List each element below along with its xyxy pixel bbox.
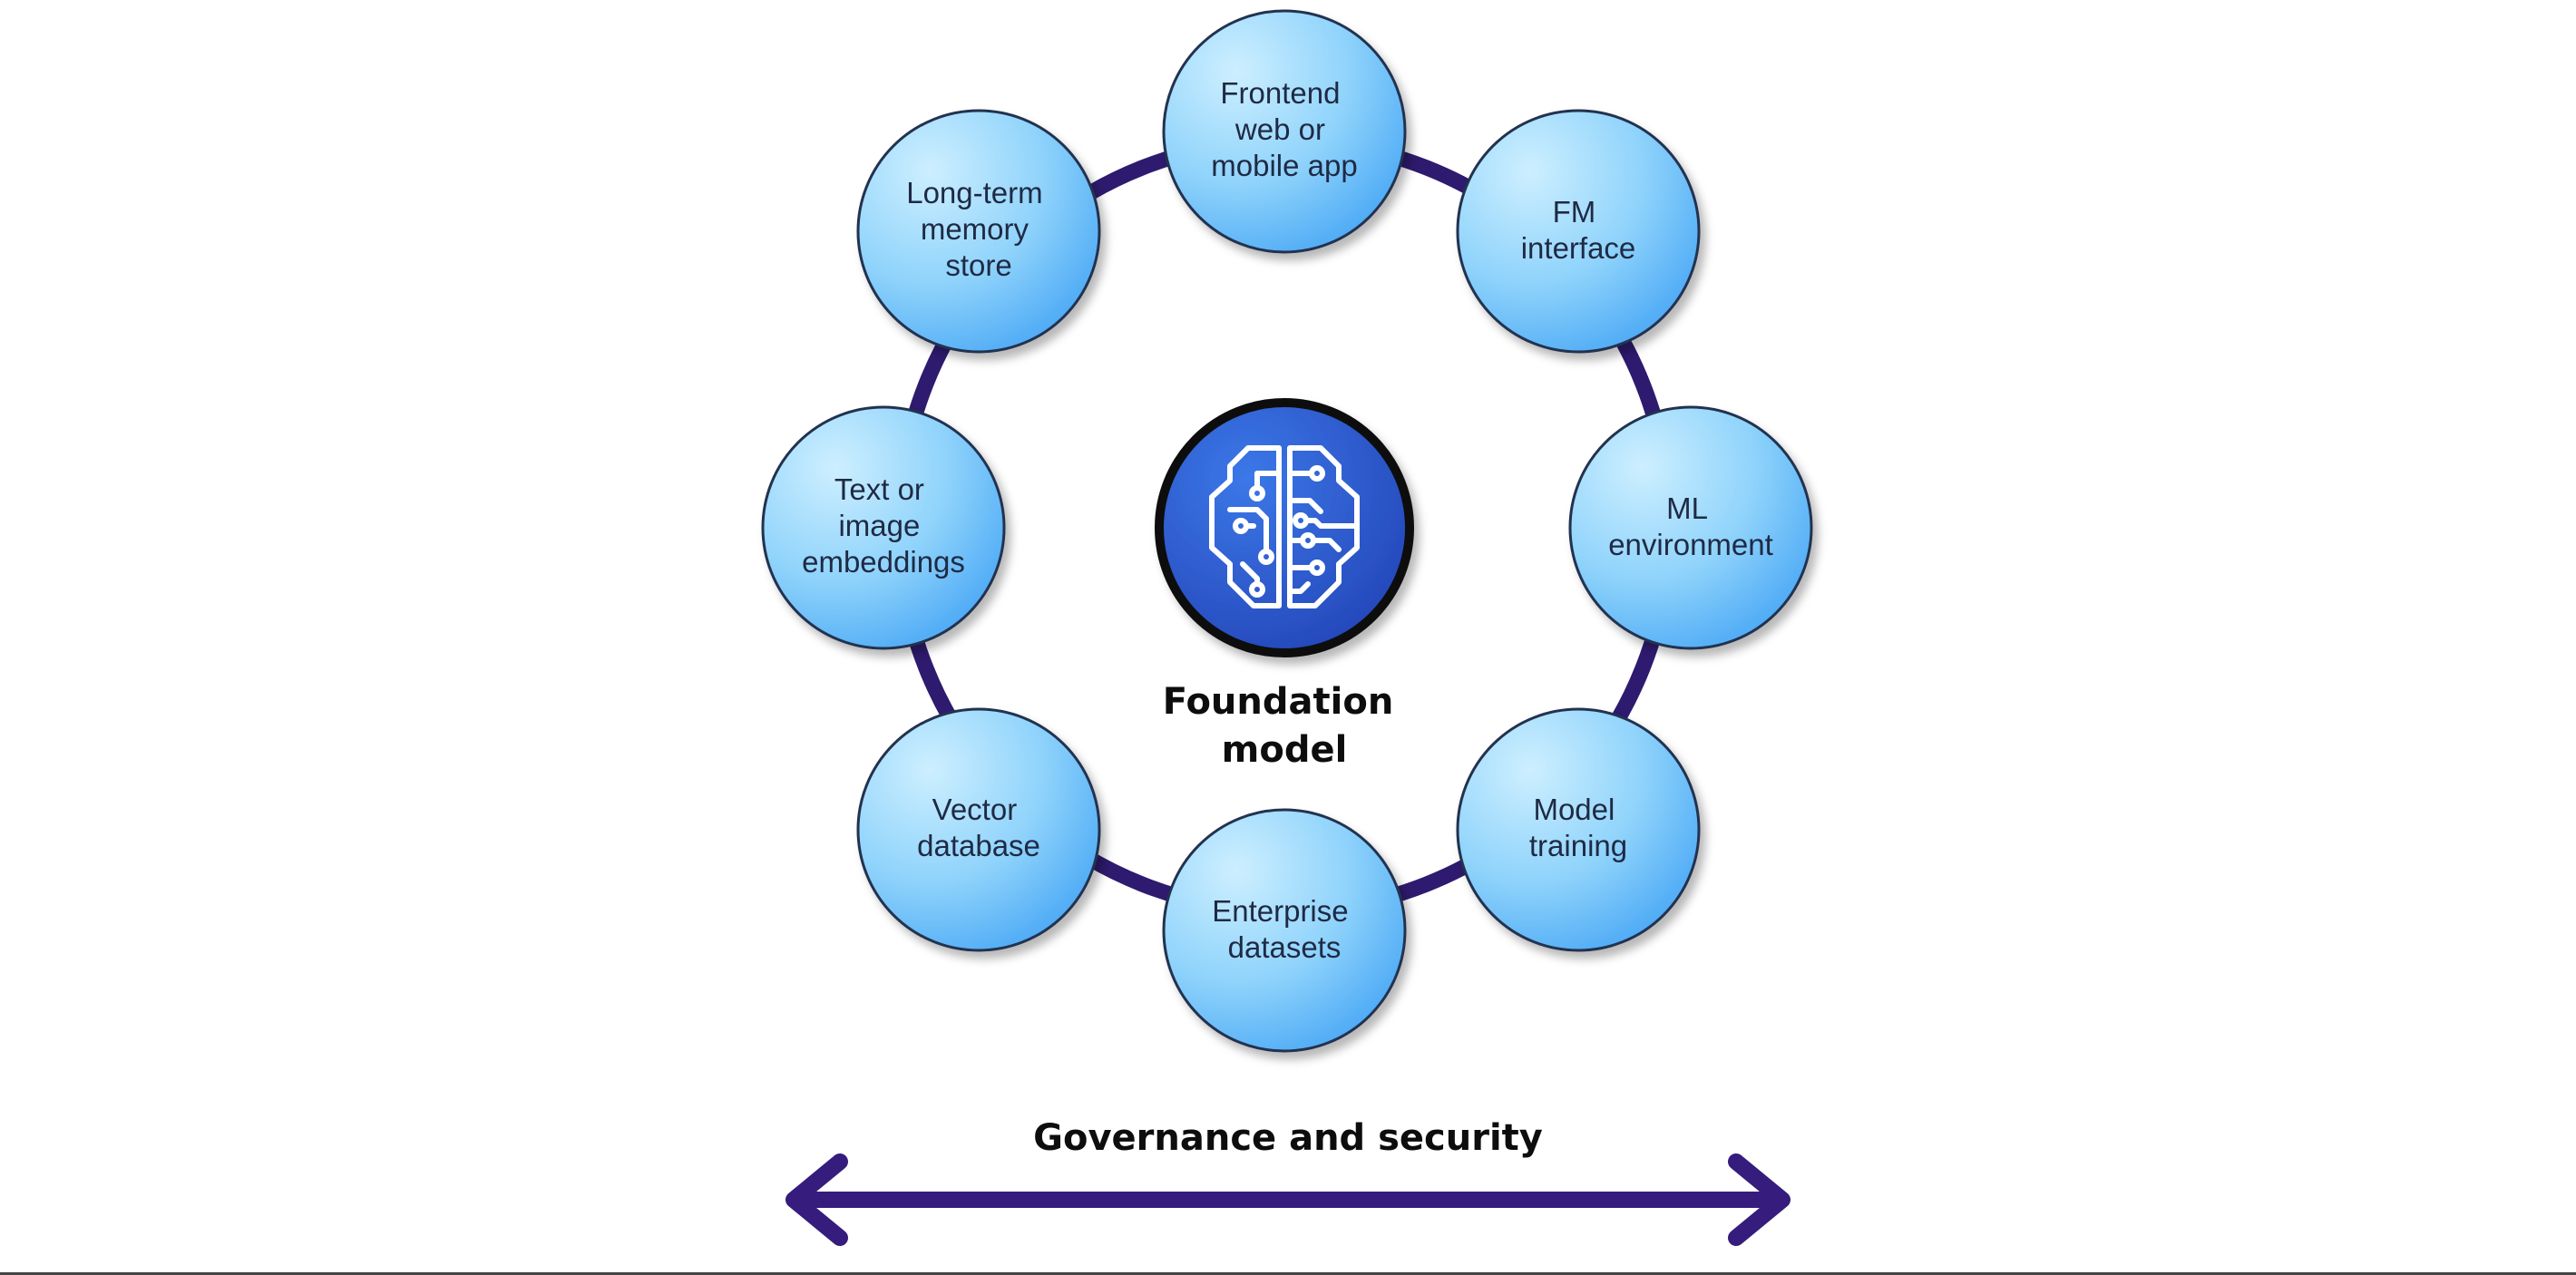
- svg-text:FM interface: FM interface: [1521, 195, 1636, 265]
- node-model-training-line-1: Model: [1533, 793, 1615, 826]
- node-frontend-line-3: mobile app: [1211, 149, 1357, 182]
- brain-circuit-icon: [1209, 445, 1360, 608]
- node-model-training: Model training: [1456, 707, 1701, 952]
- node-enterprise-datasets-line-1: Enterprise: [1212, 894, 1348, 928]
- node-vector-database: Vector database: [856, 707, 1101, 952]
- node-ml-environment-line-1: ML: [1666, 492, 1707, 525]
- node-fm-interface-line-2: interface: [1521, 231, 1636, 265]
- governance-label: Governance and security: [1033, 1117, 1543, 1159]
- svg-text:Model training: Model training: [1529, 793, 1627, 862]
- node-memory-store-line-3: store: [945, 248, 1011, 282]
- node-embeddings-line-1: Text or: [834, 472, 924, 506]
- center-title-line-2: model: [1222, 729, 1348, 771]
- node-fm-interface: FM interface: [1456, 109, 1701, 354]
- svg-text:Enterprise datasets: Enterprise datasets: [1212, 894, 1357, 964]
- node-embeddings-line-3: embeddings: [802, 545, 965, 579]
- node-fm-interface-line-1: FM: [1553, 195, 1596, 229]
- node-ml-environment-line-2: environment: [1608, 528, 1773, 561]
- node-enterprise-datasets: Enterprise datasets: [1162, 808, 1407, 1053]
- node-embeddings-line-2: image: [838, 509, 920, 542]
- svg-text:Foundation model: Foundation model: [1163, 681, 1407, 771]
- node-vector-database-line-2: database: [917, 829, 1040, 862]
- node-model-training-line-2: training: [1529, 829, 1627, 862]
- center-title-line-1: Foundation: [1163, 681, 1394, 723]
- svg-text:Text or image embe: Text or image embeddings: [802, 472, 965, 579]
- node-memory-store: Long-term memory store: [856, 109, 1101, 354]
- node-frontend: Frontend web or mobile app: [1162, 9, 1407, 254]
- bottom-border: [0, 1272, 2576, 1275]
- node-memory-store-line-1: Long-term: [906, 176, 1042, 209]
- node-frontend-line-2: web or: [1234, 112, 1325, 146]
- node-vector-database-line-1: Vector: [932, 793, 1018, 826]
- node-embeddings: Text or image embeddings: [761, 405, 1006, 650]
- svg-text:Frontend web or mo: Frontend web or mobile app: [1211, 76, 1357, 182]
- center-node: [1155, 398, 1414, 657]
- svg-text:Long-term memory s: Long-term memory store: [906, 176, 1051, 282]
- node-frontend-line-1: Frontend: [1220, 76, 1340, 110]
- double-headed-arrow: [785, 1153, 1791, 1246]
- node-ml-environment: ML environment: [1568, 405, 1813, 650]
- node-memory-store-line-2: memory: [921, 212, 1029, 246]
- svg-text:ML environment: ML environment: [1608, 492, 1773, 561]
- svg-text:Vector database: Vector database: [917, 793, 1040, 862]
- node-enterprise-datasets-line-2: datasets: [1228, 930, 1342, 964]
